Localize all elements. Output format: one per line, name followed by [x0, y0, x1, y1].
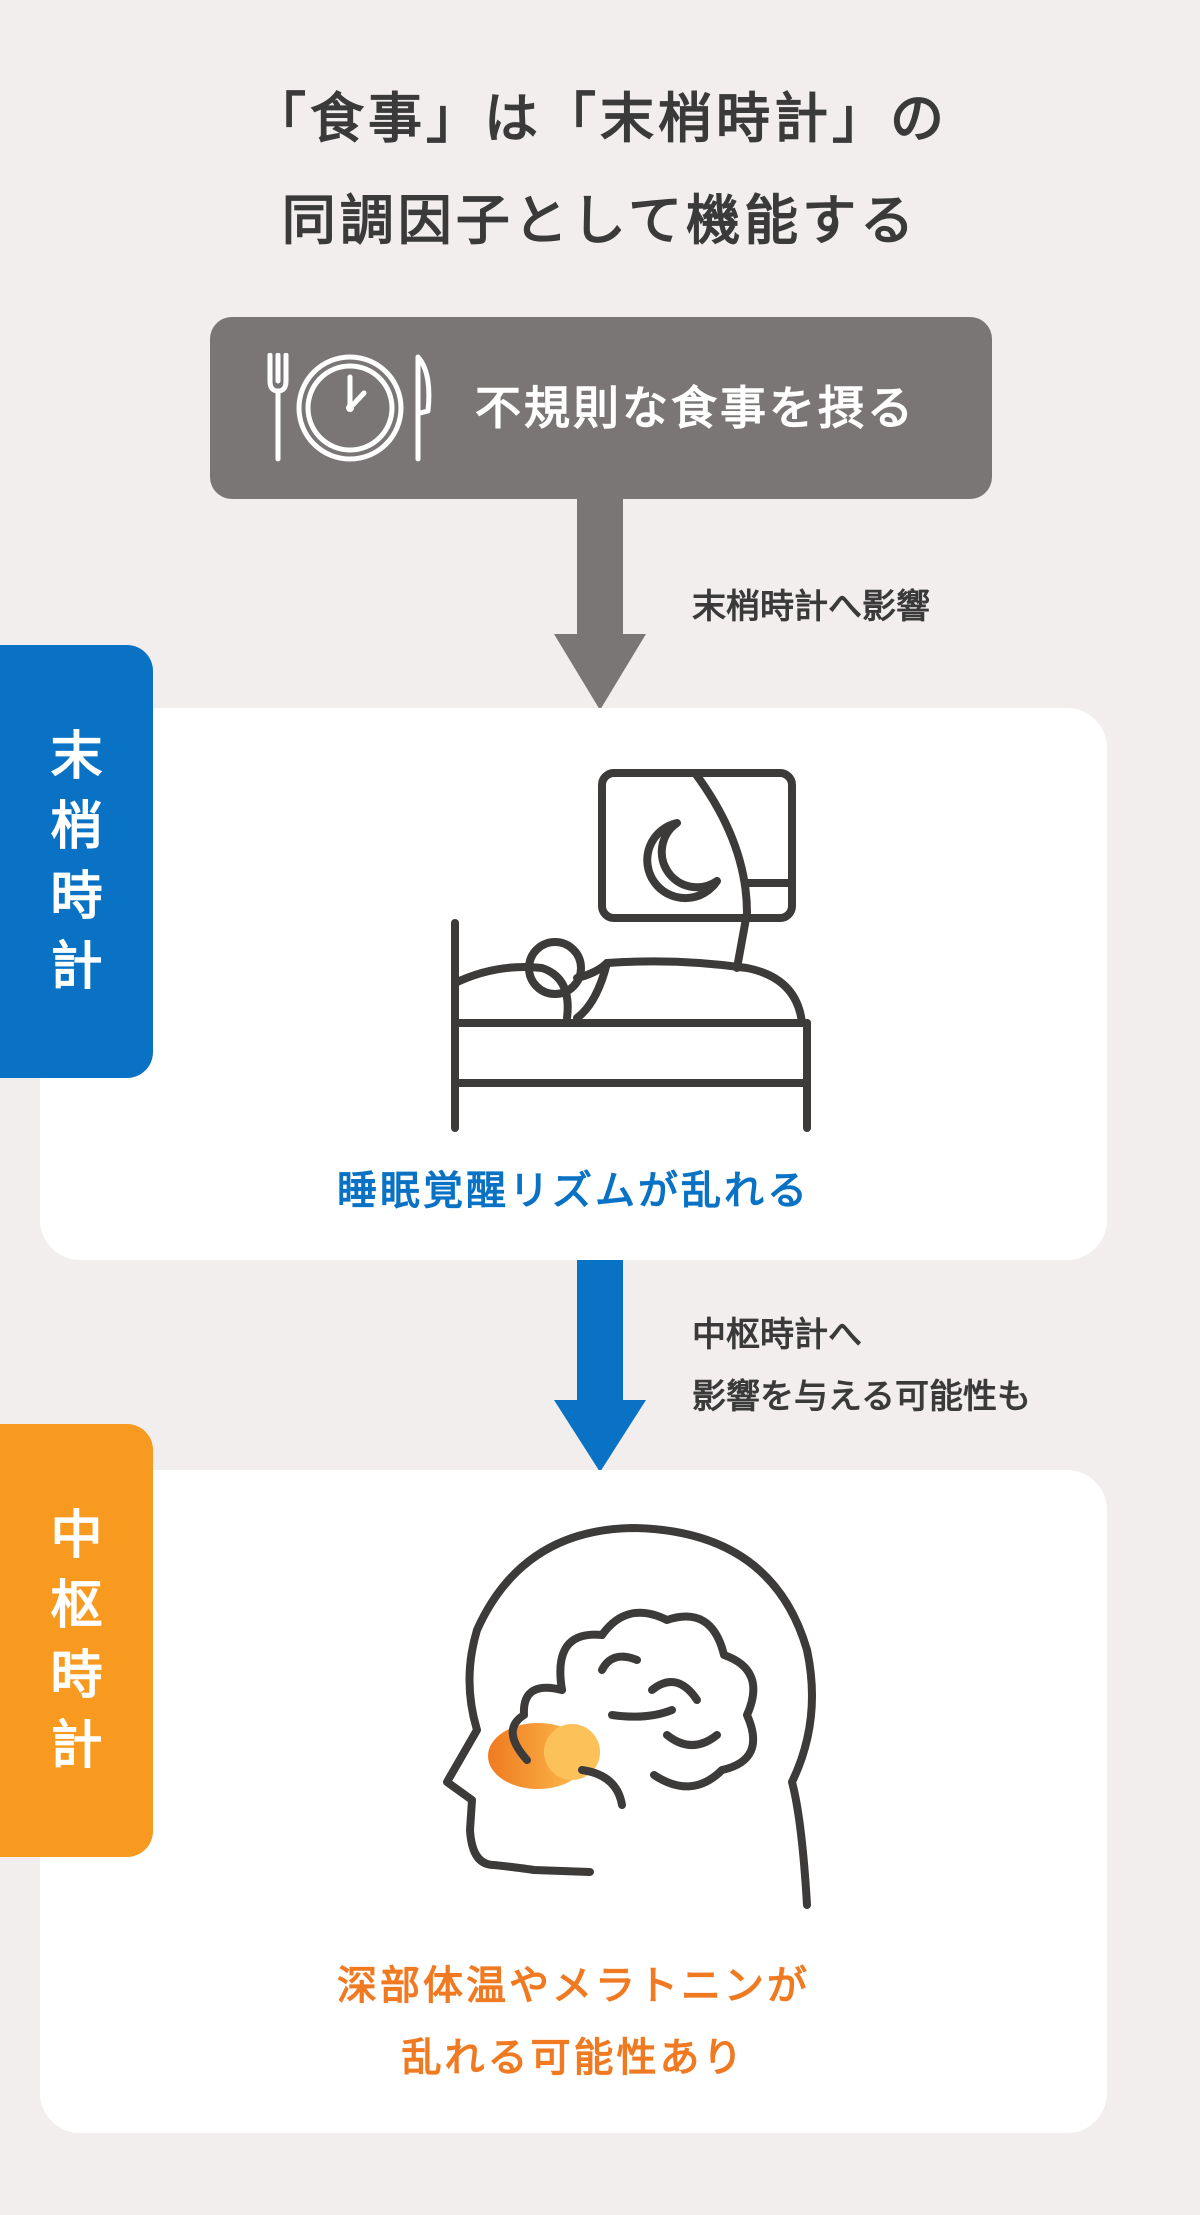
arrow-1-shaft — [577, 499, 623, 637]
title-line-1: 「食事」は「末梢時計」の — [252, 87, 948, 150]
irregular-meal-label: 不規則な食事を摂る — [475, 381, 916, 435]
tab-char: 梢 — [50, 796, 103, 857]
arrow-2-label-line-1: 中枢時計へ — [692, 1315, 862, 1355]
irregular-meal-box: 不規則な食事を摂る — [210, 317, 992, 499]
tab-char: 枢 — [50, 1575, 103, 1636]
head-brain-icon — [443, 1524, 816, 1909]
central-clock-card: 深部体温やメラトニンが 乱れる可能性あり — [40, 1470, 1107, 2133]
central-caption-line-2: 乱れる可能性あり — [401, 2035, 746, 2081]
tab-char: 中 — [50, 1505, 103, 1566]
tab-char: 末 — [50, 726, 103, 787]
central-caption-line-1: 深部体温やメラトニンが — [337, 1963, 810, 2009]
title-line-2: 同調因子として機能する — [281, 189, 919, 252]
tab-char: 計 — [50, 936, 103, 997]
arrow-2-label-line-2: 影響を与える可能性も — [692, 1377, 1031, 1417]
central-clock-tab: 中 枢 時 計 — [0, 1424, 153, 1857]
fork-clock-knife-icon — [267, 353, 432, 462]
arrow-1-label: 末梢時計へ影響 — [692, 587, 930, 627]
peripheral-clock-tab: 末 梢 時 計 — [0, 645, 153, 1078]
bed-sleep-moon-icon — [451, 769, 811, 1132]
tab-char: 時 — [50, 866, 103, 927]
arrow-1-head — [554, 634, 646, 710]
arrow-2-shaft — [577, 1260, 623, 1405]
peripheral-caption: 睡眠覚醒リズムが乱れる — [337, 1168, 810, 1214]
peripheral-clock-card: 睡眠覚醒リズムが乱れる — [40, 708, 1107, 1260]
arrow-2-head — [554, 1400, 646, 1472]
tab-char: 時 — [50, 1645, 103, 1706]
tab-char: 計 — [50, 1715, 103, 1776]
